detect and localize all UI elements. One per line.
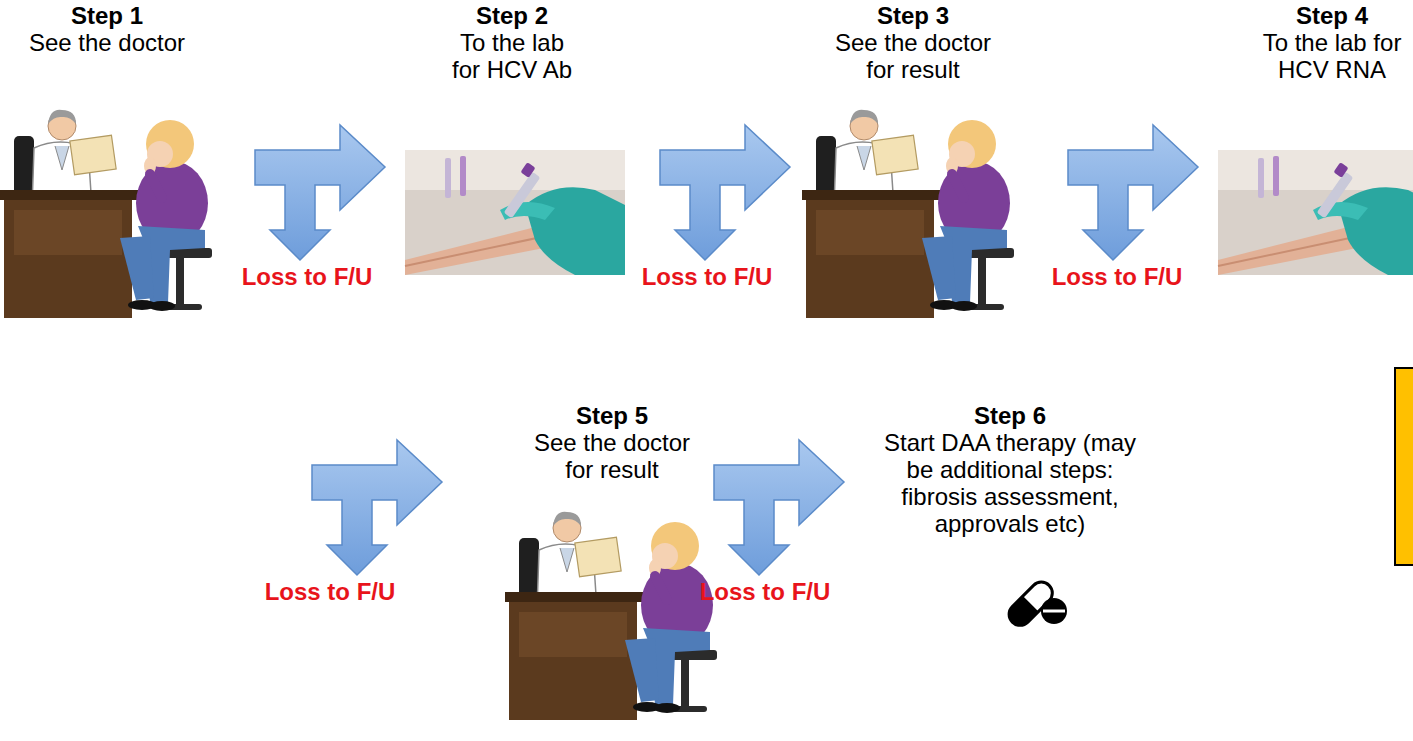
- step-number: Step 1: [70, 2, 145, 29]
- split-arrow: [312, 440, 442, 575]
- loss-label: Loss to F/U: [699, 578, 832, 605]
- step-number: Step 6: [973, 402, 1048, 429]
- step-number: Step 4: [1295, 2, 1370, 29]
- pill-icon: [1005, 578, 1067, 630]
- step-number: Step 5: [575, 402, 650, 429]
- lab-illustration: [405, 150, 625, 275]
- loss-label: Loss to F/U: [641, 263, 774, 290]
- step-number: Step 2: [475, 2, 550, 29]
- step-text: To the lab for HCV RNA: [1262, 29, 1403, 83]
- step-text: See the doctor for result: [533, 429, 692, 483]
- step-text: To the lab for HCV Ab: [451, 29, 574, 83]
- doctor-visit-illustration: [802, 110, 1014, 318]
- lab-illustration: [1218, 150, 1413, 275]
- split-arrow: [714, 440, 844, 575]
- step-text: See the doctor: [28, 29, 187, 56]
- split-arrow: [1068, 125, 1198, 260]
- loss-label: Loss to F/U: [264, 578, 397, 605]
- loss-label: Loss to F/U: [241, 263, 374, 290]
- note-box: [1395, 368, 1413, 565]
- loss-label: Loss to F/U: [1051, 263, 1184, 290]
- split-arrow: [255, 125, 385, 260]
- step-number: Step 3: [876, 2, 951, 29]
- doctor-visit-illustration: [0, 110, 212, 318]
- step-text: See the doctor for result: [834, 29, 993, 83]
- step-text: Start DAA therapy (may be additional ste…: [883, 429, 1138, 537]
- doctor-visit-illustration: [505, 512, 717, 720]
- split-arrow: [660, 125, 790, 260]
